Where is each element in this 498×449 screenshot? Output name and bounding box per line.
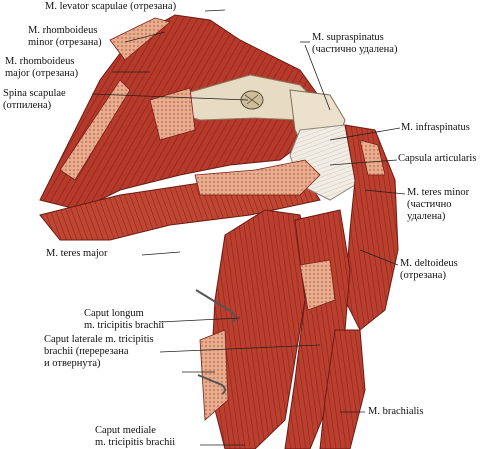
label-line: M. teres minor [407,187,470,198]
label-levator-scapulae: M. levator scapulae (отрезана) [45,1,176,13]
label-line: и отвернута) [44,358,101,369]
label-line: M. supraspinatus [312,32,384,43]
label-line: (отпилена) [3,100,52,111]
label-line: Spina scapulae [3,88,66,99]
label-line: major (отрезана) [5,68,79,79]
label-caput-mediale: Caput mediale m. tricipitis brachii [95,425,175,449]
deltoid-muscle [344,124,399,331]
label-rhomboideus-minor: M. rhomboideus minor (отрезана) [28,25,102,49]
label-teres-major: M. teres major [46,248,108,260]
label-line: m. tricipitis brachii [95,437,176,448]
label-line: M. levator scapulae (отрезана) [45,1,177,12]
shoulder-joint-group [194,89,361,201]
label-line: m. tricipitis brachii [84,320,165,331]
label-line: (отрезана) [400,270,446,281]
label-supraspinatus: M. supraspinatus (частично удалена) [312,32,397,56]
label-line: M. rhomboideus [28,25,98,36]
label-line: Capsula articularis [398,153,477,164]
label-caput-laterale: Caput laterale m. tricipitis brachii (пе… [44,334,154,370]
label-line: Caput mediale [95,425,156,436]
label-line: minor (отрезана) [28,37,102,48]
label-line: (частично удалена) [312,44,398,55]
label-line: M. teres major [46,248,108,259]
label-line: M. infraspinatus [401,122,470,133]
label-spina-scapulae: Spina scapulae (отпилена) [3,88,66,112]
label-brachialis: M. brachialis [368,406,423,418]
label-line: удалена) [407,211,446,222]
brachialis-muscle [319,329,366,449]
label-line: M. deltoideus [400,258,458,269]
scapula-muscle-group [39,14,321,211]
label-teres-minor: M. teres minor (частично удалена) [407,187,469,223]
label-rhomboideus-major: M. rhomboideus major (отрезана) [5,56,78,80]
label-caput-longum: Caput longum m. tricipitis brachii [84,308,164,332]
label-line: M. rhomboideus [5,56,75,67]
label-deltoideus: M. deltoideus (отрезана) [400,258,458,282]
label-line: Caput laterale m. tricipitis [44,334,154,345]
retractor-hook [195,289,236,323]
label-line: M. brachialis [368,406,424,417]
label-capsula-articularis: Capsula articularis [398,153,476,165]
retractor-hook [197,374,226,395]
label-infraspinatus: M. infraspinatus [401,122,470,134]
label-line: brachii (перерезана [44,346,129,357]
leader-lines [91,9,406,446]
label-line: Caput longum [84,308,144,319]
label-line: (частично [407,199,452,210]
